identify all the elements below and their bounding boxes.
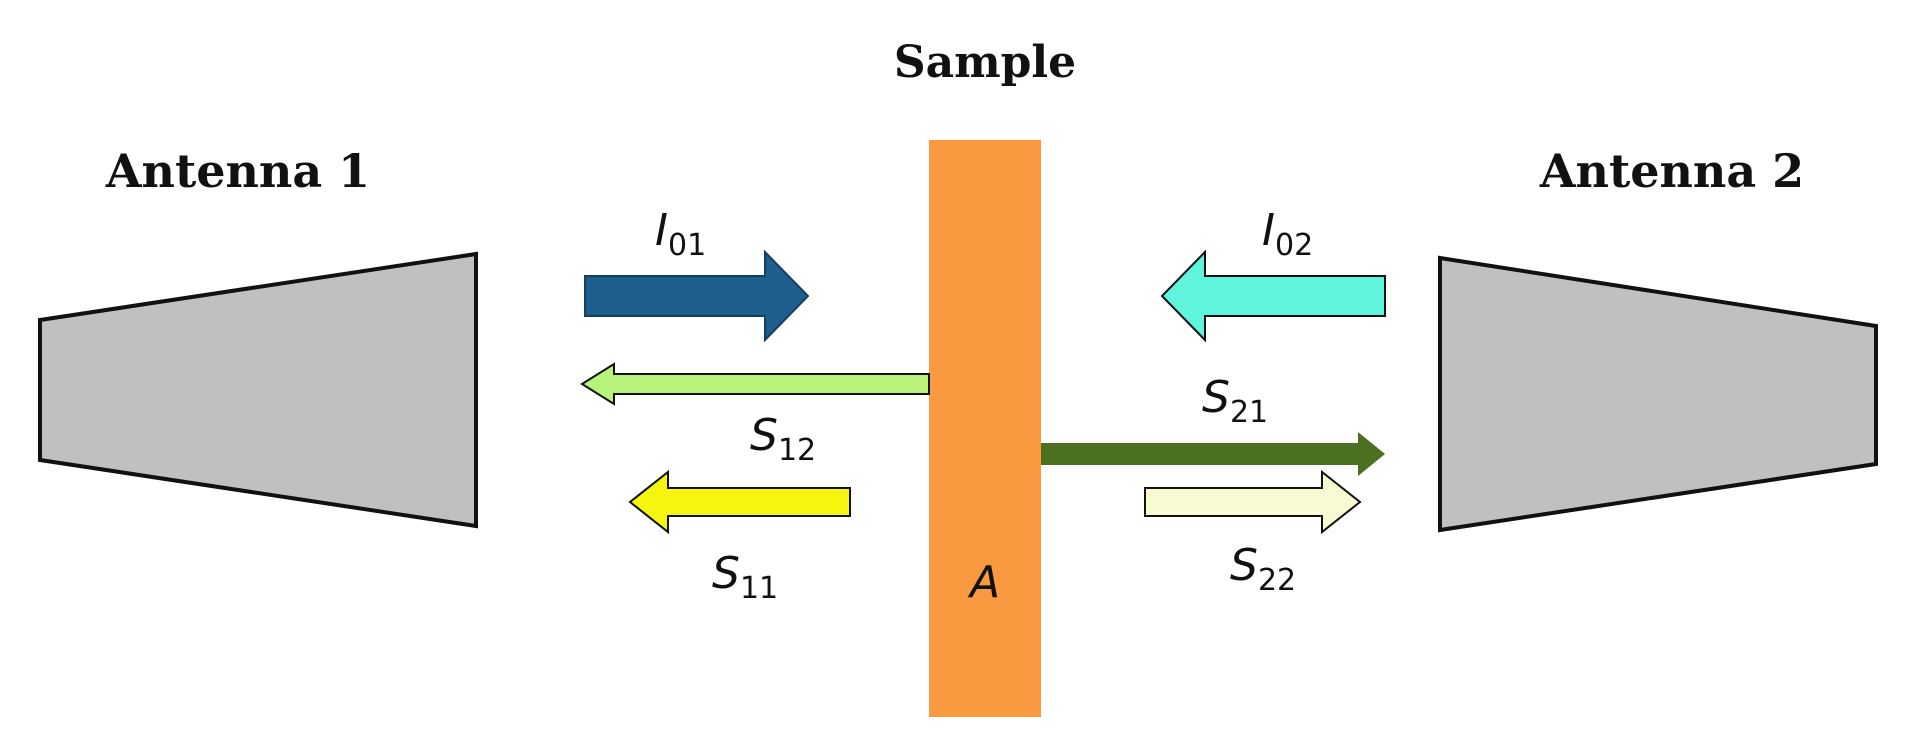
s11-arrow bbox=[628, 469, 851, 535]
sample-slab bbox=[929, 140, 1041, 717]
s21-label: S21 bbox=[1202, 372, 1268, 430]
antenna-1-label: Antenna 1 bbox=[105, 144, 370, 198]
s22-arrow bbox=[1144, 469, 1362, 535]
i01-arrow bbox=[584, 249, 810, 343]
s22-label: S22 bbox=[1230, 540, 1296, 598]
s21-arrow bbox=[1041, 432, 1385, 476]
antenna-2 bbox=[1438, 255, 1878, 533]
i01-label: I01 bbox=[655, 205, 706, 263]
i02-label: I02 bbox=[1262, 205, 1313, 263]
sample-title: Sample bbox=[894, 37, 1076, 88]
antenna-1 bbox=[38, 251, 478, 529]
sample-label: A bbox=[967, 557, 1000, 608]
s12-arrow bbox=[580, 362, 930, 406]
s12-label: S12 bbox=[750, 410, 816, 468]
s11-label: S11 bbox=[712, 548, 778, 606]
i02-arrow bbox=[1160, 249, 1386, 343]
antenna-2-label: Antenna 2 bbox=[1539, 144, 1804, 198]
